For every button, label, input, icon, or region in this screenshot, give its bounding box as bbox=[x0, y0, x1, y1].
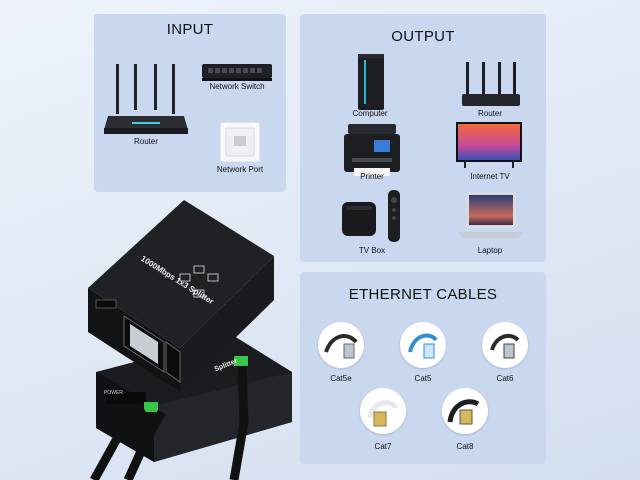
cable-cat6 bbox=[482, 322, 528, 368]
network-switch-icon bbox=[202, 64, 272, 81]
output-computer-label: Computer bbox=[352, 109, 388, 118]
cable-cat6-label: Cat6 bbox=[496, 374, 514, 383]
input-router-label: Router bbox=[133, 137, 158, 146]
cable-cat5 bbox=[400, 322, 446, 368]
splitter-device bbox=[88, 200, 292, 480]
cable-cat7 bbox=[360, 388, 406, 434]
cable-cat7-icon bbox=[367, 400, 399, 427]
cable-cat8-label: Cat8 bbox=[456, 442, 474, 451]
printer-icon bbox=[344, 124, 400, 176]
cables-panel: ETHERNET CABLES Cat5e Cat5 Cat6 Cat7 bbox=[300, 272, 546, 464]
tv-icon bbox=[456, 122, 522, 168]
router-icon bbox=[462, 62, 520, 106]
output-panel: OUTPUT Computer Router Printer bbox=[300, 14, 546, 262]
computer-icon bbox=[358, 54, 384, 110]
input-title: INPUT bbox=[166, 21, 214, 38]
input-port-label: Network Port bbox=[216, 165, 264, 174]
cable-cat5e-icon bbox=[324, 334, 358, 359]
cables-title: ETHERNET CABLES bbox=[348, 286, 498, 303]
cable-cat5-label: Cat5 bbox=[414, 374, 432, 383]
output-tv-label: Internet TV bbox=[470, 172, 510, 181]
cable-cat5e bbox=[318, 322, 364, 368]
cable-cat8 bbox=[442, 388, 488, 434]
splitter-port-label: POWER bbox=[104, 390, 123, 396]
router-icon bbox=[104, 64, 188, 134]
network-port-icon bbox=[220, 122, 260, 162]
cable-cat8-icon bbox=[447, 399, 480, 425]
output-router-label: Router bbox=[477, 109, 502, 118]
cable-cat5e-label: Cat5e bbox=[330, 374, 352, 383]
laptop-icon bbox=[458, 192, 524, 238]
output-title: OUTPUT bbox=[391, 28, 455, 45]
cable-cat5-icon bbox=[408, 333, 438, 359]
input-switch-label: Network Switch bbox=[209, 82, 265, 91]
output-laptop-label: Laptop bbox=[477, 246, 503, 255]
cable-cat6-icon bbox=[490, 333, 520, 359]
input-panel: INPUT Router Network Switch Network Port bbox=[94, 14, 286, 192]
output-tvbox-label: TV Box bbox=[358, 246, 386, 255]
cable-cat7-label: Cat7 bbox=[374, 442, 392, 451]
output-printer-label: Printer bbox=[360, 172, 384, 181]
tv-box-icon bbox=[342, 190, 400, 242]
